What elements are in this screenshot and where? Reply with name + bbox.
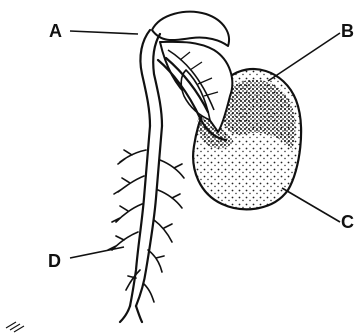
leader-line-b xyxy=(268,33,340,81)
plumule-leaf-large xyxy=(152,12,229,46)
leader-line-d xyxy=(70,247,124,258)
scan-mark xyxy=(6,322,24,332)
label-b: B xyxy=(341,22,354,40)
label-c: C xyxy=(341,213,354,231)
leader-line-c xyxy=(282,188,340,222)
label-d: D xyxy=(48,252,61,270)
leader-line-a xyxy=(70,31,138,34)
label-a: A xyxy=(49,22,62,40)
